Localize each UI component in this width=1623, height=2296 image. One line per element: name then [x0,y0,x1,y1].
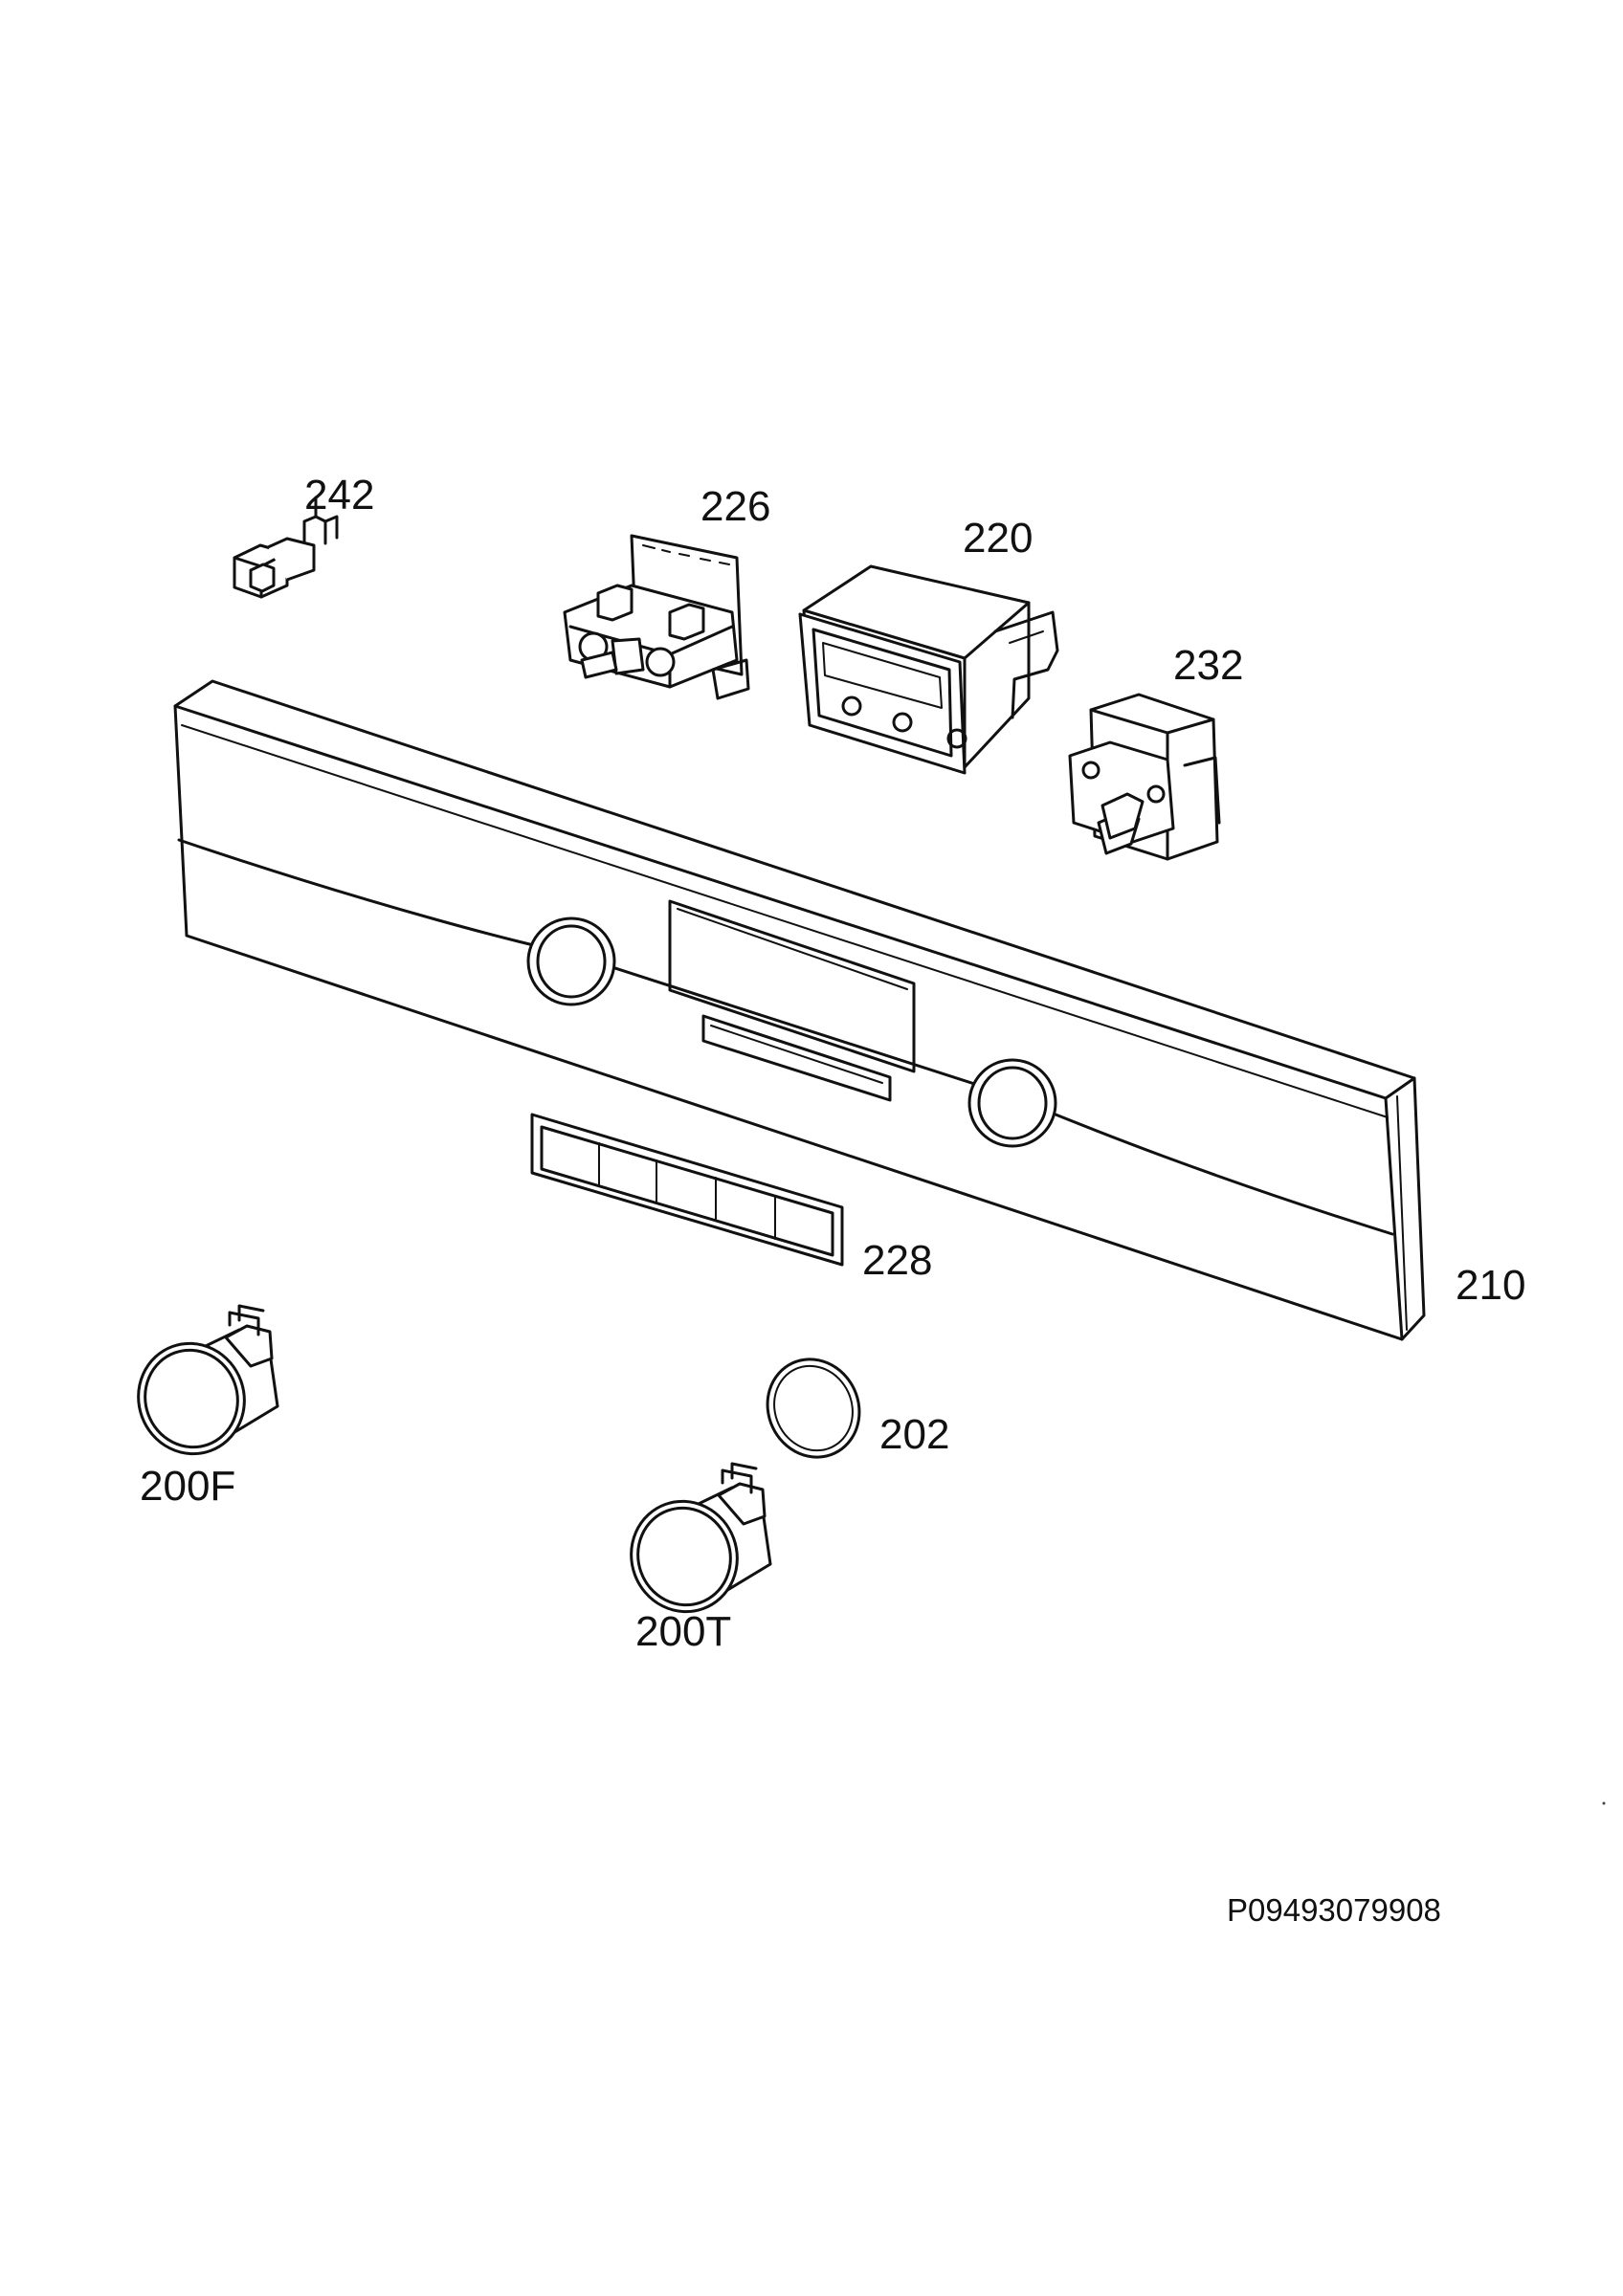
label-202: 202 [879,1411,950,1458]
part-210-control-panel [173,679,1426,1341]
part-228-button-strip [530,1113,844,1267]
part-220-display-module [798,564,1059,775]
label-232: 232 [1173,642,1244,689]
part-232-switch [1068,693,1221,861]
part-226-selector-switch [563,534,750,700]
stray-dot [1602,1801,1606,1805]
part-200T-knob [630,1462,772,1614]
label-226: 226 [700,483,771,530]
label-228: 228 [862,1237,933,1284]
part-200F-knob [137,1304,279,1456]
label-210: 210 [1456,1262,1526,1309]
label-220: 220 [963,515,1034,562]
part-202-ring [766,1358,861,1459]
drawing-code: P09493079908 [1227,1892,1441,1928]
label-242: 242 [304,472,375,519]
part-242-lamp-connector [233,496,339,599]
label-200T: 200T [635,1608,732,1655]
label-200F: 200F [140,1463,236,1510]
